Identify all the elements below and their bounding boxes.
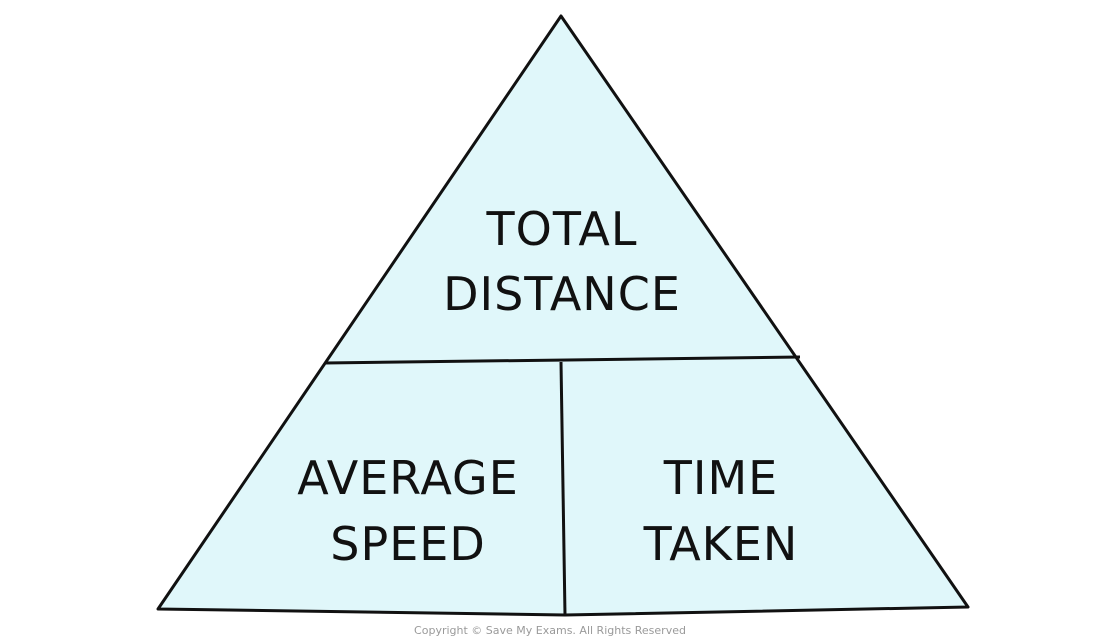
bottom-left-label-line1: AVERAGE (297, 451, 519, 505)
bottom-right-label-line2: TAKEN (643, 517, 799, 571)
copyright-notice: Copyright © Save My Exams. All Rights Re… (414, 624, 686, 637)
vertical-divider (559, 361, 567, 616)
bottom-right-label-line1: TIME (663, 451, 778, 505)
horizontal-divider (324, 355, 801, 365)
top-label-line1: TOTAL (486, 202, 638, 256)
top-label-line2: DISTANCE (443, 267, 681, 321)
bottom-left-label-line2: SPEED (330, 517, 486, 571)
